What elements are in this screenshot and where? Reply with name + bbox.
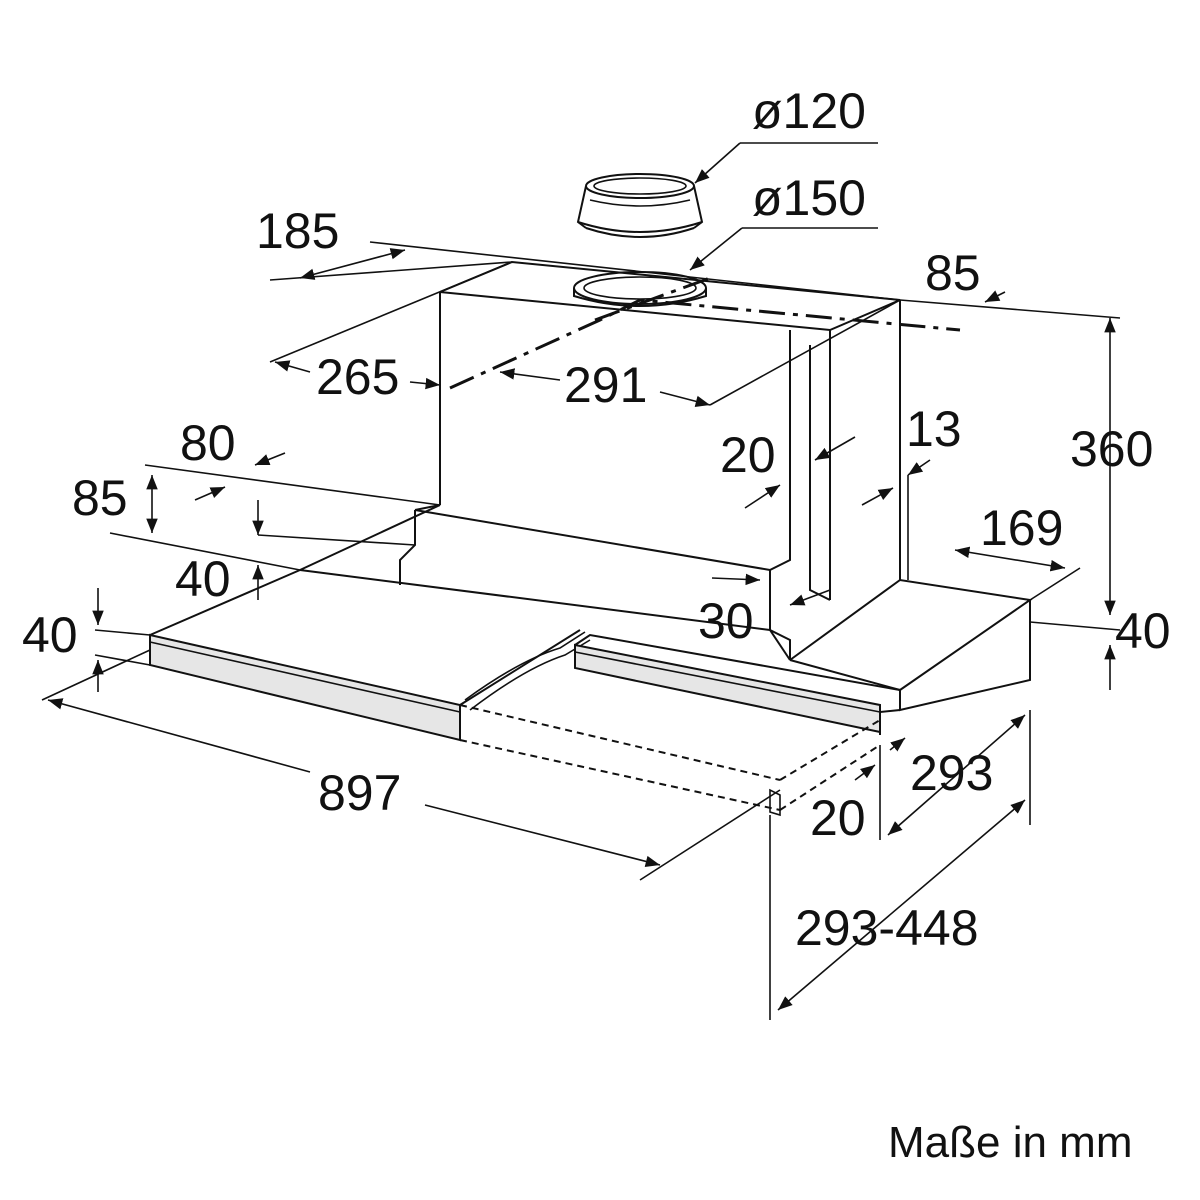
dim-169: 169 [980,500,1063,556]
dim-20-upper: 20 [720,427,776,483]
dim-40-mid: 40 [175,551,231,607]
dim-diameter-120: ø120 [752,83,866,139]
center-line-2 [594,276,711,322]
center-line [449,298,961,390]
dim-40-left: 40 [22,607,78,663]
dim-13: 13 [906,401,962,457]
dim-80: 80 [180,415,236,471]
units-note: Maße in mm [888,1118,1132,1167]
dim-185: 185 [256,203,339,259]
dim-diameter-150: ø150 [752,170,866,226]
dim-265: 265 [316,349,399,405]
dim-293: 293 [910,745,993,801]
dim-40-right: 40 [1115,603,1171,659]
pullout-bar-right [574,633,901,734]
dim-20-lower: 20 [810,790,866,846]
hood-body [399,260,901,660]
duct-collar-120 [576,173,704,238]
dim-85-left: 85 [72,470,128,526]
dim-291: 291 [564,357,647,413]
dim-293-448: 293-448 [795,900,979,956]
pullout-bar-left [149,569,591,742]
dimension-lines [41,142,1121,1020]
dim-30: 30 [698,593,754,649]
dim-897: 897 [318,765,401,821]
dim-360: 360 [1070,421,1153,477]
dim-85-top: 85 [925,245,981,301]
